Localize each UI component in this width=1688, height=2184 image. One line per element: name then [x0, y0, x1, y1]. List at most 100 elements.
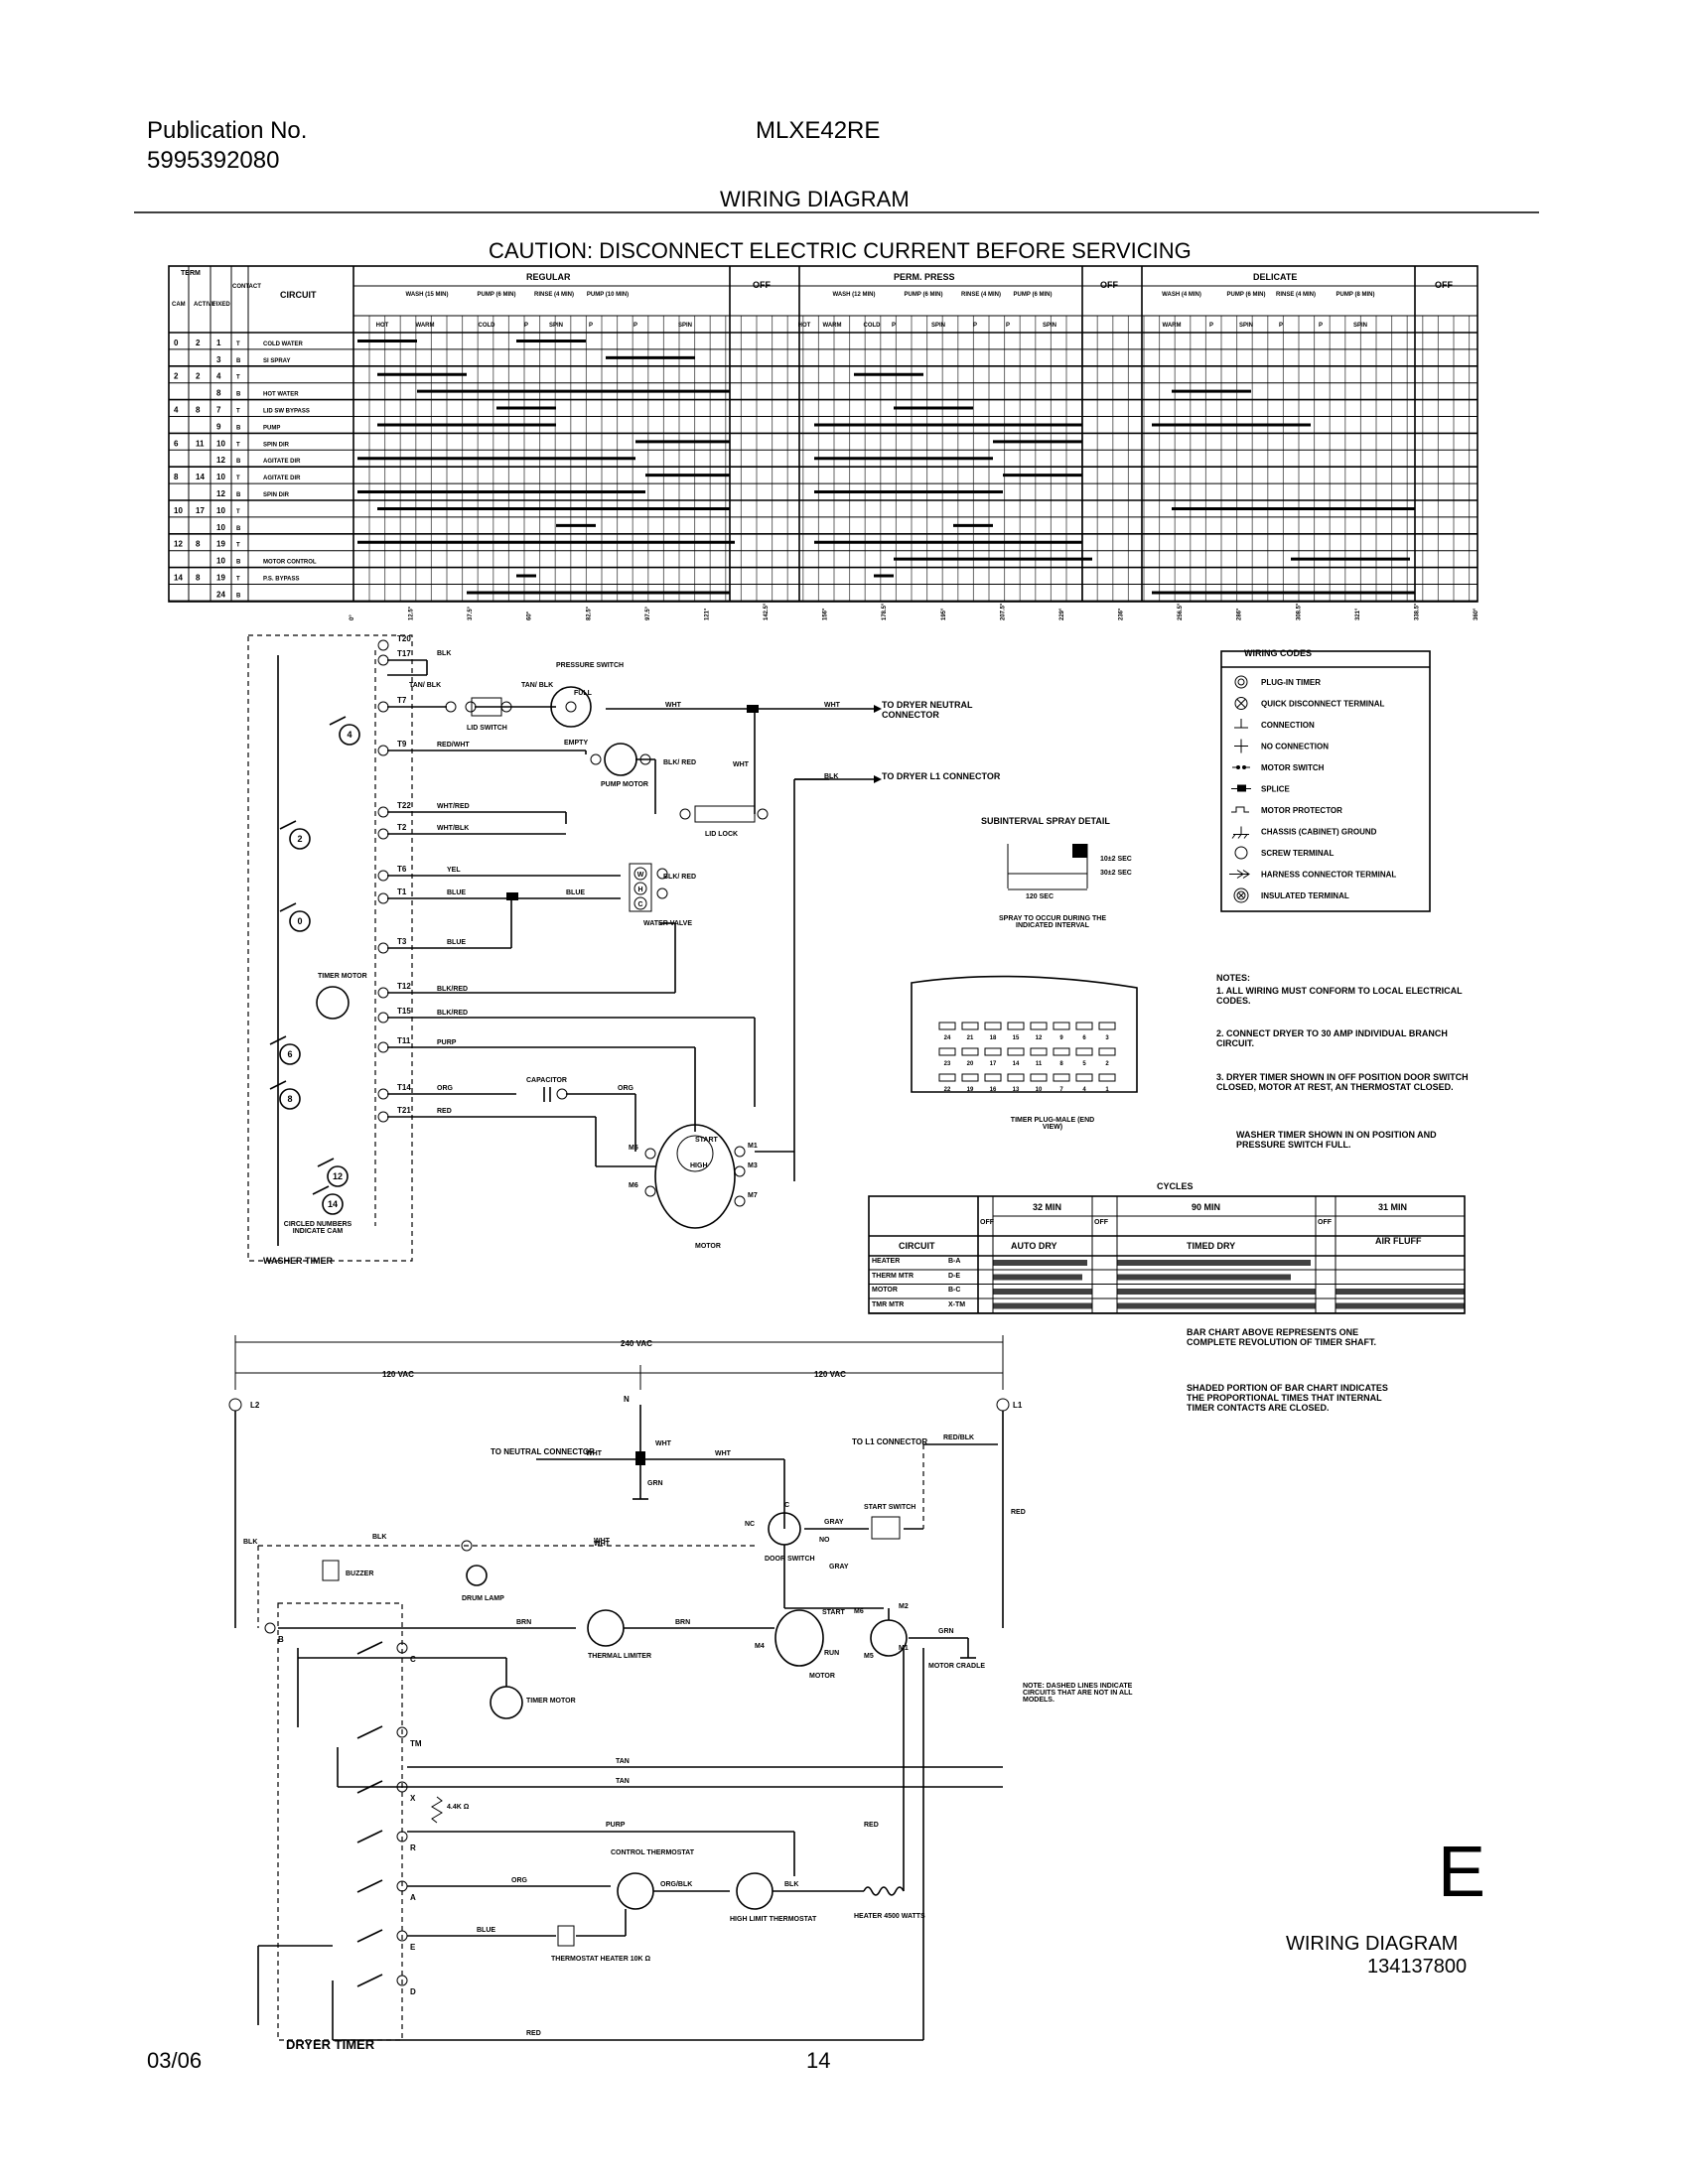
cycle-row-contacts: B-C [948, 1287, 961, 1294]
quick-disconnect-icon [590, 753, 602, 765]
chart-sub-header: WASH (4 MIN) [1162, 292, 1201, 298]
cycles-note-1: BAR CHART ABOVE REPRESENTS ONE COMPLETE … [1187, 1327, 1376, 1347]
washer-terminal-label: T14 [397, 1083, 411, 1092]
chart-row-contact: T [236, 341, 240, 347]
cycles-col-timed-dry: TIMED DRY [1187, 1241, 1236, 1251]
note-4: WASHER TIMER SHOWN IN ON POSITION AND PR… [1236, 1130, 1437, 1150]
dryer-component-label: CONTROL THERMOSTAT [611, 1849, 695, 1856]
plug-pin-number: 18 [990, 1035, 997, 1041]
plug-pin [1007, 1022, 1025, 1030]
dryer-component-label: THERMOSTAT HEATER 10K Ω [551, 1956, 651, 1963]
washer-motor [654, 1124, 736, 1229]
dryer-timer-outline [277, 1602, 403, 2041]
chart-row-active: 2 [196, 339, 201, 347]
chart-temp-header: P [1279, 323, 1283, 329]
chart-temp-header: P [524, 323, 528, 329]
col-header-active: ACTIVE [194, 302, 215, 308]
door-switch-terminal: C [784, 1502, 789, 1509]
cycle-duration-3: 31 MIN [1378, 1202, 1408, 1212]
plug-pin-number: 15 [1013, 1035, 1020, 1041]
chart-row-circuit: SPIN DIR [263, 492, 290, 498]
cam-marker [289, 828, 311, 850]
chart-row-contact: B [236, 492, 241, 498]
chart-row-contact: B [236, 526, 241, 532]
chart-temp-header: P [973, 323, 977, 329]
plug-pin [1007, 1047, 1025, 1056]
plug-pin [938, 1073, 956, 1082]
start-switch [871, 1516, 901, 1540]
dryer-motor-terminal: M1 [899, 1645, 909, 1652]
chart-row-contact: T [236, 375, 240, 381]
cam-number: 2 [297, 834, 302, 844]
contact-closed-bar [1336, 1302, 1465, 1309]
washer-motor-terminal: M6 [629, 1182, 638, 1189]
chart-row-fixed: 7 [216, 406, 221, 415]
dryer-wire-label: WHT [594, 1538, 611, 1545]
contact-closed-bar [1117, 1260, 1311, 1266]
plug-pin [938, 1047, 956, 1056]
cam-number: 8 [287, 1094, 292, 1104]
degree-tick-label: 0° [350, 614, 355, 620]
cam-marker [327, 1165, 349, 1187]
dryer-timer-terminal: A [410, 1893, 416, 1902]
dryer-wire-label: ORG [511, 1877, 528, 1884]
chart-row-circuit: AGITATE DIR [263, 459, 301, 465]
legend-label: PLUG-IN TIMER [1261, 678, 1321, 687]
washer-component-label: PUMP MOTOR [601, 781, 648, 788]
plug-pin-number: 22 [944, 1087, 951, 1093]
chart-row-contact: T [236, 409, 240, 415]
quick-disconnect-icon [757, 808, 769, 820]
control-thermostat [617, 1872, 654, 1910]
washer-timer-title: WASHER TIMER [263, 1256, 334, 1266]
dryer-label-to_l1: TO L1 CONNECTOR [852, 1437, 927, 1446]
chart-row-circuit: P.S. BYPASS [263, 577, 299, 583]
dryer-wire-label: RED [526, 2030, 541, 2037]
dryer-motor-terminal: M4 [755, 1643, 765, 1650]
plug-in-timer-icon [377, 942, 389, 954]
legend-label: CHASSIS (CABINET) GROUND [1261, 828, 1377, 837]
to-dryer-neutral: TO DRYER NEUTRAL CONNECTOR [882, 700, 973, 720]
pressure-switch [550, 686, 592, 728]
plug-pin [984, 1073, 1002, 1082]
washer-terminal-label: T21 [397, 1106, 411, 1115]
plug-in-timer-icon [377, 892, 389, 904]
chart-row-fixed: 10 [216, 506, 225, 515]
chart-row-circuit: HOT WATER [263, 392, 299, 398]
cycles-title: CYCLES [1157, 1181, 1194, 1191]
l2-terminal [228, 1398, 242, 1412]
col-header-circuit: CIRCUIT [280, 290, 317, 300]
legend-label: QUICK DISCONNECT TERMINAL [1261, 700, 1385, 709]
chart-sub-header: RINSE (4 MIN) [961, 292, 1001, 298]
wire-color-label: RED/WHT [437, 742, 470, 749]
plug-in-timer-icon [377, 1041, 389, 1053]
chart-row-active: 17 [196, 506, 205, 515]
cycles-col-circuit: CIRCUIT [899, 1241, 935, 1251]
cycle-row-circuit: THERM MTR [872, 1272, 914, 1280]
insulated-terminal-icon [396, 1642, 408, 1654]
plug-pin-number: 24 [944, 1035, 951, 1041]
plug-in-timer-icon [377, 1012, 389, 1024]
plug-pin [961, 1047, 979, 1056]
plug-pin-number: 14 [1013, 1061, 1020, 1067]
timer-plug-label: TIMER PLUG-MALE (END VIEW) [1010, 1117, 1095, 1131]
contact-closed-bar [993, 1302, 1092, 1309]
quick-disconnect-icon [461, 1540, 473, 1552]
to-dryer-l1: TO DRYER L1 CONNECTOR [882, 771, 1001, 781]
chart-row-cam: 4 [174, 406, 179, 415]
washer-motor-terminal: M7 [748, 1192, 758, 1199]
washer-terminal-label: T11 [397, 1036, 411, 1045]
door-switch-terminal: NO [819, 1537, 830, 1544]
chart-row-contact: B [236, 392, 241, 398]
chart-sub-header: RINSE (4 MIN) [1276, 292, 1316, 298]
plug-pin [1007, 1073, 1025, 1082]
door-switch-terminal: NC [745, 1521, 755, 1528]
chart-temp-header: P [1319, 323, 1323, 329]
chart-row-fixed: 10 [216, 557, 225, 566]
wire-color-label: BLK [437, 650, 451, 657]
washer-motor-terminal: M1 [748, 1143, 758, 1150]
dryer-component-label: HIGH LIMIT THERMOSTAT [730, 1916, 817, 1923]
wire-color-label: BLK/RED [437, 1010, 468, 1017]
